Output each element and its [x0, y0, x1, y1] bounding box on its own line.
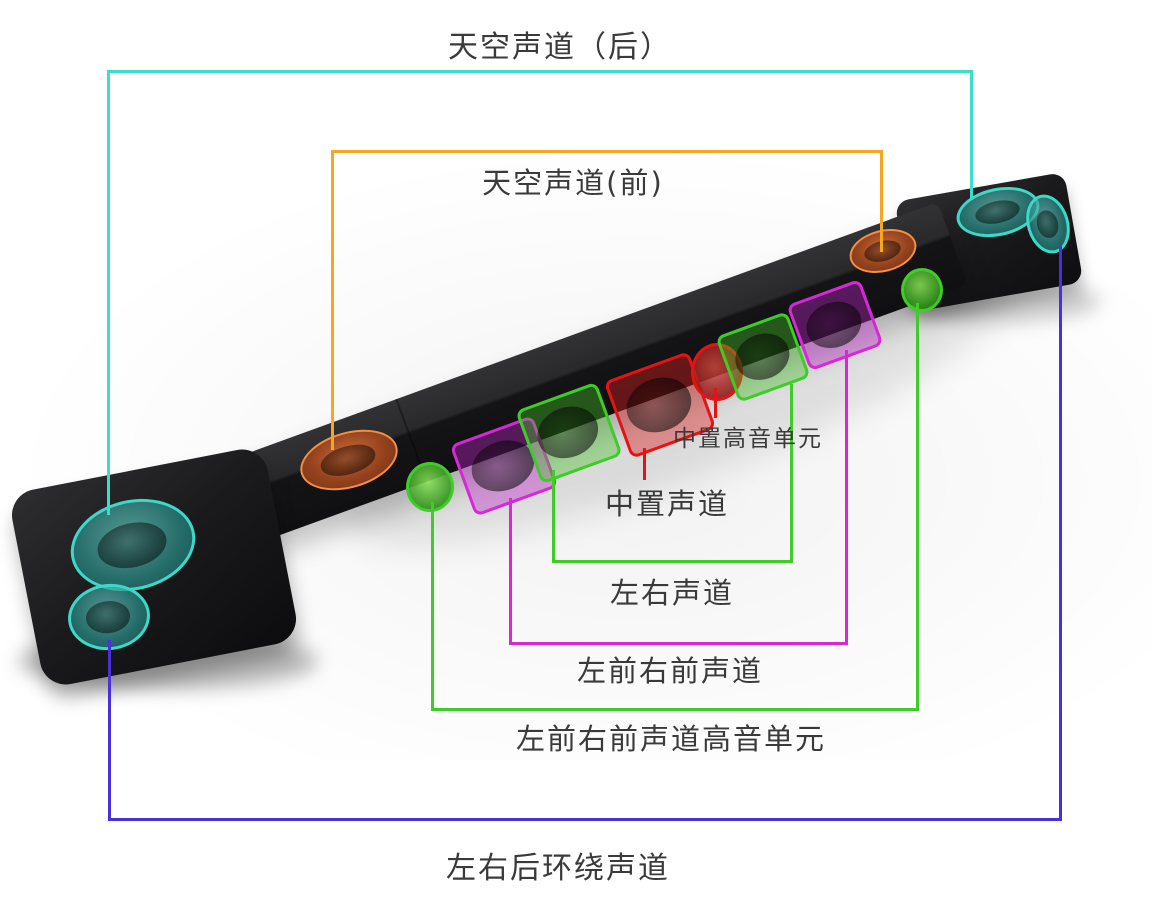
sky-front-line-right: [880, 150, 883, 252]
center-tweeter-label: 中置高音单元: [673, 426, 823, 452]
front-lr-line-left: [509, 498, 512, 645]
left-right-line-right: [790, 384, 793, 563]
center-channel-line: [643, 448, 646, 480]
left-right-line-horizontal: [552, 560, 793, 563]
driver-cone: [93, 516, 171, 575]
sky-rear-line-left: [107, 70, 110, 515]
left-right-line-left: [552, 470, 555, 563]
rear-surround-line-left: [108, 640, 111, 821]
driver-cone: [728, 326, 796, 388]
rear-surround-label: 左右后环绕声道: [446, 851, 670, 886]
sky-rear-line-horizontal: [107, 70, 973, 73]
front-lr-line-right: [845, 350, 848, 645]
center-channel-label: 中置声道: [604, 487, 730, 521]
driver-cone: [1033, 207, 1062, 241]
sky-front-label: 天空声道(前): [482, 166, 664, 200]
front-lr-tweeter-line-horizontal: [431, 708, 919, 711]
front-lr-tweeter-line-left: [431, 502, 434, 711]
rear-surround-line-horizontal: [108, 818, 1062, 821]
front-lr-line-horizontal: [509, 642, 848, 645]
driver-cone: [84, 599, 132, 635]
rear-surround-line-right: [1059, 246, 1062, 821]
driver-cone: [317, 439, 379, 481]
left-right-label: 左右声道: [609, 576, 735, 610]
center-tweeter-line: [714, 388, 717, 418]
sky-rear-line-right: [970, 70, 973, 200]
front-lr-label: 左前右前声道: [576, 654, 764, 688]
front-lr-tweeter-label: 左前右前声道高音单元: [515, 722, 827, 756]
front-right-tweeter-highlight: [901, 268, 943, 312]
driver-cone: [800, 293, 869, 356]
front-lr-tweeter-line-right: [916, 303, 919, 711]
sky-rear-label: 天空声道（后）: [448, 30, 672, 65]
sky-front-line-horizontal: [331, 150, 883, 153]
driver-cone: [972, 196, 1022, 228]
sky-front-line-left: [331, 150, 334, 450]
driver-cone: [530, 398, 606, 467]
front-left-tweeter-highlight: [406, 462, 454, 512]
